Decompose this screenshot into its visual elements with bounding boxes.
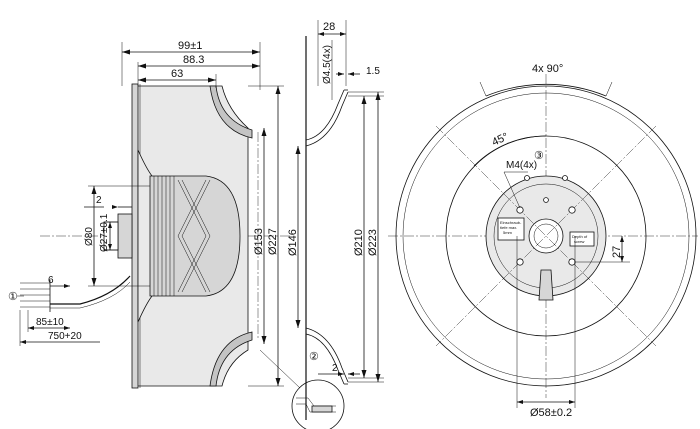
thread-dim: M4(4x) — [506, 160, 537, 171]
angle-4x90: 4x 90° — [532, 63, 563, 75]
callout-3: ③ — [534, 150, 544, 162]
dim-28: 28 — [323, 21, 335, 33]
dia-223: Ø223 — [367, 229, 379, 256]
dia-227: Ø227 — [267, 228, 279, 255]
dim-27: 27 — [611, 246, 623, 258]
dim-85: 85±10 — [36, 317, 64, 328]
callout-1: ① — [8, 291, 18, 303]
dia-58: Ø58±0.2 — [530, 407, 572, 419]
connector — [538, 269, 554, 301]
dia-146: Ø146 — [287, 229, 299, 256]
section-view: 28 Ø4.5(4x) 1.5 Ø146 Ø210 Ø223 2 — [259, 20, 384, 429]
dim-1-5: 1.5 — [366, 66, 380, 77]
detail-circle — [291, 379, 345, 429]
dia-27: Ø27±0.1 — [99, 213, 110, 252]
motor-body — [149, 175, 241, 297]
callout-2: ② — [309, 351, 319, 363]
label-left: Einschraub- tiefe max. 5mm — [500, 220, 522, 235]
dim-88-3: 88.3 — [183, 54, 204, 66]
dia-210: Ø210 — [353, 229, 365, 256]
dia-153: Ø153 — [253, 228, 265, 255]
front-view: Einschraub- tiefe max. 5mm Depth of scre… — [388, 63, 698, 419]
label-right: Depth of screw — [572, 234, 588, 244]
dim-6: 6 — [48, 275, 54, 286]
outer-ring — [395, 85, 697, 387]
cable — [50, 275, 131, 305]
dim-99: 99±1 — [178, 40, 202, 52]
dim-750: 750+20 — [48, 331, 82, 342]
dim-63: 63 — [171, 68, 183, 80]
flange-plate — [131, 83, 139, 389]
dia-80: Ø80 — [84, 227, 95, 246]
dim-2-bottom: 2 — [332, 363, 338, 374]
side-view: 99±1 88.3 63 2 Ø80 Ø27±0.1 — [8, 40, 290, 389]
angle-45: 45° — [490, 131, 510, 149]
hole-dim: Ø4.5(4x) — [322, 45, 333, 84]
dim-2-top: 2 — [96, 195, 102, 206]
